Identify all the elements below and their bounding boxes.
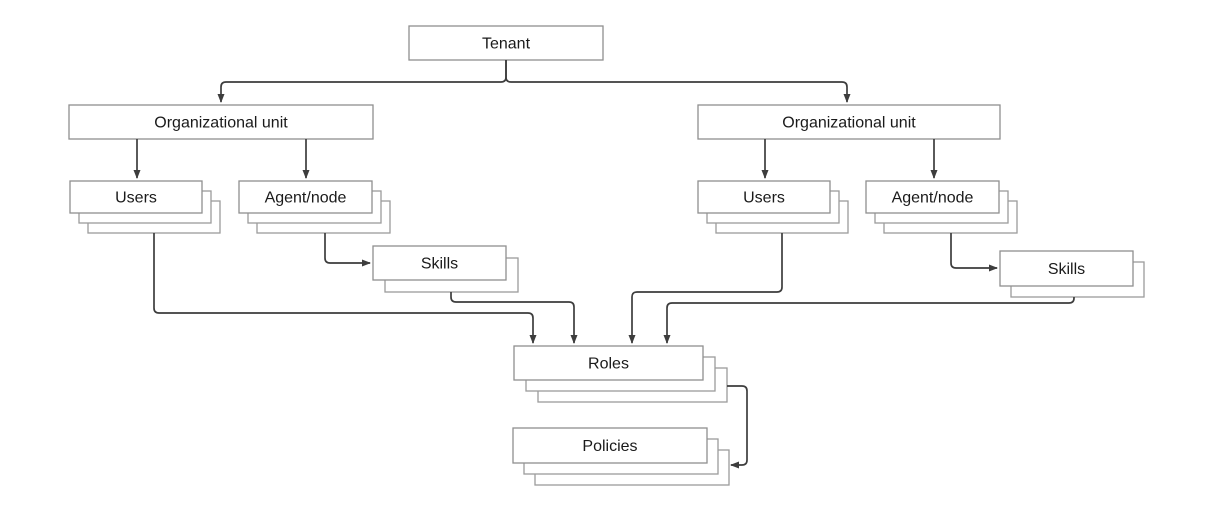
edge-roles-to-policies [727,385,748,469]
node-skills-left-box [372,245,507,281]
node-org-right-box [697,104,1001,140]
edge-tenant-to-org-left [217,60,507,103]
node-skills-left-label: Skills [421,256,458,273]
node-agent-left: Agent/node [238,180,391,234]
node-agent-left-label: Agent/node [265,190,347,207]
node-tenant: Tenant [408,25,604,61]
node-skills-right-label: Skills [1048,261,1085,278]
node-org-left-box [68,104,374,140]
edge-layer [133,60,1075,469]
edge-users-right-to-roles [628,233,783,344]
node-agent-right: Agent/node [865,180,1018,234]
node-tenant-label: Tenant [482,36,531,53]
edge-tenant-to-org-right [505,60,851,103]
node-agent-right-box [865,180,1000,214]
edge-skills-left-to-roles [450,292,578,344]
node-users-left-label: Users [115,190,157,207]
node-users-left: Users [69,180,221,234]
edge-agent-right-to-skills-right [950,233,998,272]
node-users-left-box [69,180,203,214]
node-agent-left-box [238,180,373,214]
node-users-right-box [697,180,831,214]
node-skills-left: Skills [372,245,519,293]
edge-users-left-to-roles [153,233,537,344]
node-agent-right-label: Agent/node [892,190,974,207]
edge-agent-left-to-skills-left [324,233,371,267]
node-policies-label: Policies [582,438,637,455]
node-users-right: Users [697,180,849,234]
node-roles-box [513,345,704,381]
node-tenant-box [408,25,604,61]
node-skills-right-box [999,250,1134,287]
node-policies-box [512,427,708,464]
node-policies: Policies [512,427,730,486]
node-org-left: Organizational unit [68,104,374,140]
node-users-right-label: Users [743,190,785,207]
node-skills-right: Skills [999,250,1145,298]
node-org-left-label: Organizational unit [154,115,288,132]
node-roles: Roles [513,345,728,403]
node-org-right-label: Organizational unit [782,115,916,132]
node-org-right: Organizational unit [697,104,1001,140]
edge-skills-right-to-roles [663,297,1075,344]
node-roles-label: Roles [588,356,629,373]
